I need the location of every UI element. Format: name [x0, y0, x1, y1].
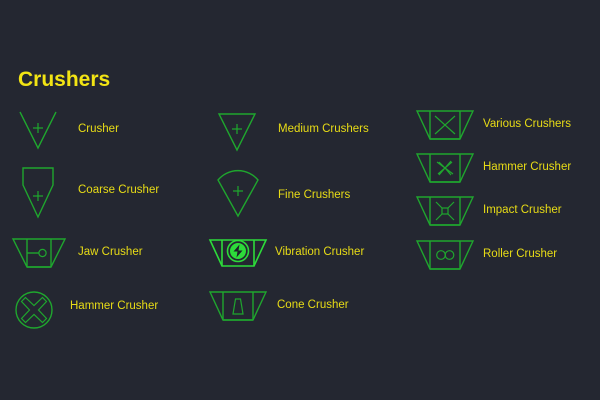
- symbol-label-crusher: Crusher: [78, 123, 119, 135]
- symbol-label-medium-crushers: Medium Crushers: [278, 123, 369, 135]
- symbol-label-vibration-crusher: Vibration Crusher: [275, 246, 365, 258]
- various-crushers-x-box-icon: [415, 108, 475, 144]
- cone-crusher-inner-cone-icon: [207, 288, 269, 326]
- symbol-label-jaw-crusher: Jaw Crusher: [78, 246, 143, 258]
- vibration-crusher-bolt-icon: [207, 236, 269, 272]
- symbol-label-coarse-crusher: Coarse Crusher: [78, 184, 160, 196]
- hammer-crusher-circle-cross-icon: [12, 288, 56, 332]
- symbol-label-roller-crusher: Roller Crusher: [483, 248, 558, 260]
- medium-crusher-triangle-plus-icon: [213, 108, 261, 154]
- coarse-crusher-flat-top-point-icon: [14, 163, 62, 221]
- fine-crusher-wedge-plus-icon: [213, 168, 263, 220]
- symbol-label-impact-crusher: Impact Crusher: [483, 204, 562, 216]
- symbol-label-various-crushers: Various Crushers: [483, 118, 571, 130]
- roller-crusher-two-rolls-icon: [415, 238, 475, 274]
- symbol-label-fine-crushers: Fine Crushers: [278, 189, 351, 201]
- crusher-vee-plus-icon: [14, 108, 62, 152]
- symbol-label-hammer-crusher-pinwheel: Hammer Crusher: [483, 161, 572, 173]
- hammer-crusher-pinwheel-icon: [415, 151, 475, 187]
- impact-crusher-x-hub-icon: [415, 194, 475, 230]
- symbol-label-cone-crusher: Cone Crusher: [277, 299, 349, 311]
- page-title: Crushers: [18, 68, 111, 91]
- jaw-crusher-trapezoid-lever-icon: [10, 235, 68, 273]
- symbol-label-hammer-crusher-circle: Hammer Crusher: [70, 300, 159, 312]
